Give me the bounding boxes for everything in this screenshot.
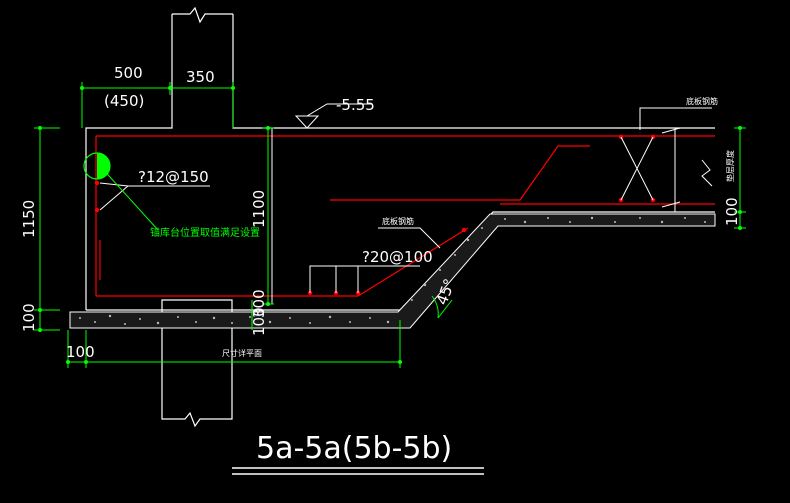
dim-100-right: 100 bbox=[723, 197, 741, 226]
note-side-right: 垫层厚度 bbox=[725, 150, 735, 182]
section-marker bbox=[83, 152, 111, 180]
dim-1150: 1150 bbox=[20, 200, 38, 238]
rebar-20-label: ?20@100 bbox=[362, 248, 433, 266]
cross-brace bbox=[620, 127, 681, 212]
leader-lines bbox=[99, 107, 713, 293]
dim-300: 300 bbox=[250, 289, 268, 318]
blinding-layer bbox=[69, 213, 716, 329]
dim-1100: 1100 bbox=[250, 190, 268, 228]
note-bottom-bar: 底板钢筋 bbox=[382, 216, 414, 226]
rebar-12-label: ?12@150 bbox=[138, 168, 209, 186]
rebar-lines bbox=[95, 128, 715, 304]
dim-100-bottom: 100 bbox=[66, 343, 95, 361]
dim-100-mid: 100 bbox=[250, 307, 268, 336]
elevation-marker bbox=[294, 103, 372, 129]
dim-500: 500 bbox=[114, 64, 143, 82]
note-top-right: 底板钢筋 bbox=[686, 96, 718, 106]
dimension-ticks bbox=[38, 86, 742, 364]
note-green: 锚库台位置取值满足设置 bbox=[150, 226, 260, 239]
section-title: 5a-5a(5b-5b) bbox=[256, 431, 452, 466]
note-span: 尺寸详平面 bbox=[222, 348, 262, 358]
dim-350: 350 bbox=[186, 68, 215, 86]
title-underline bbox=[232, 467, 484, 475]
elevation-label: -5.55 bbox=[336, 96, 375, 114]
dim-450: (450) bbox=[104, 92, 144, 110]
dim-100-left: 100 bbox=[20, 303, 38, 332]
